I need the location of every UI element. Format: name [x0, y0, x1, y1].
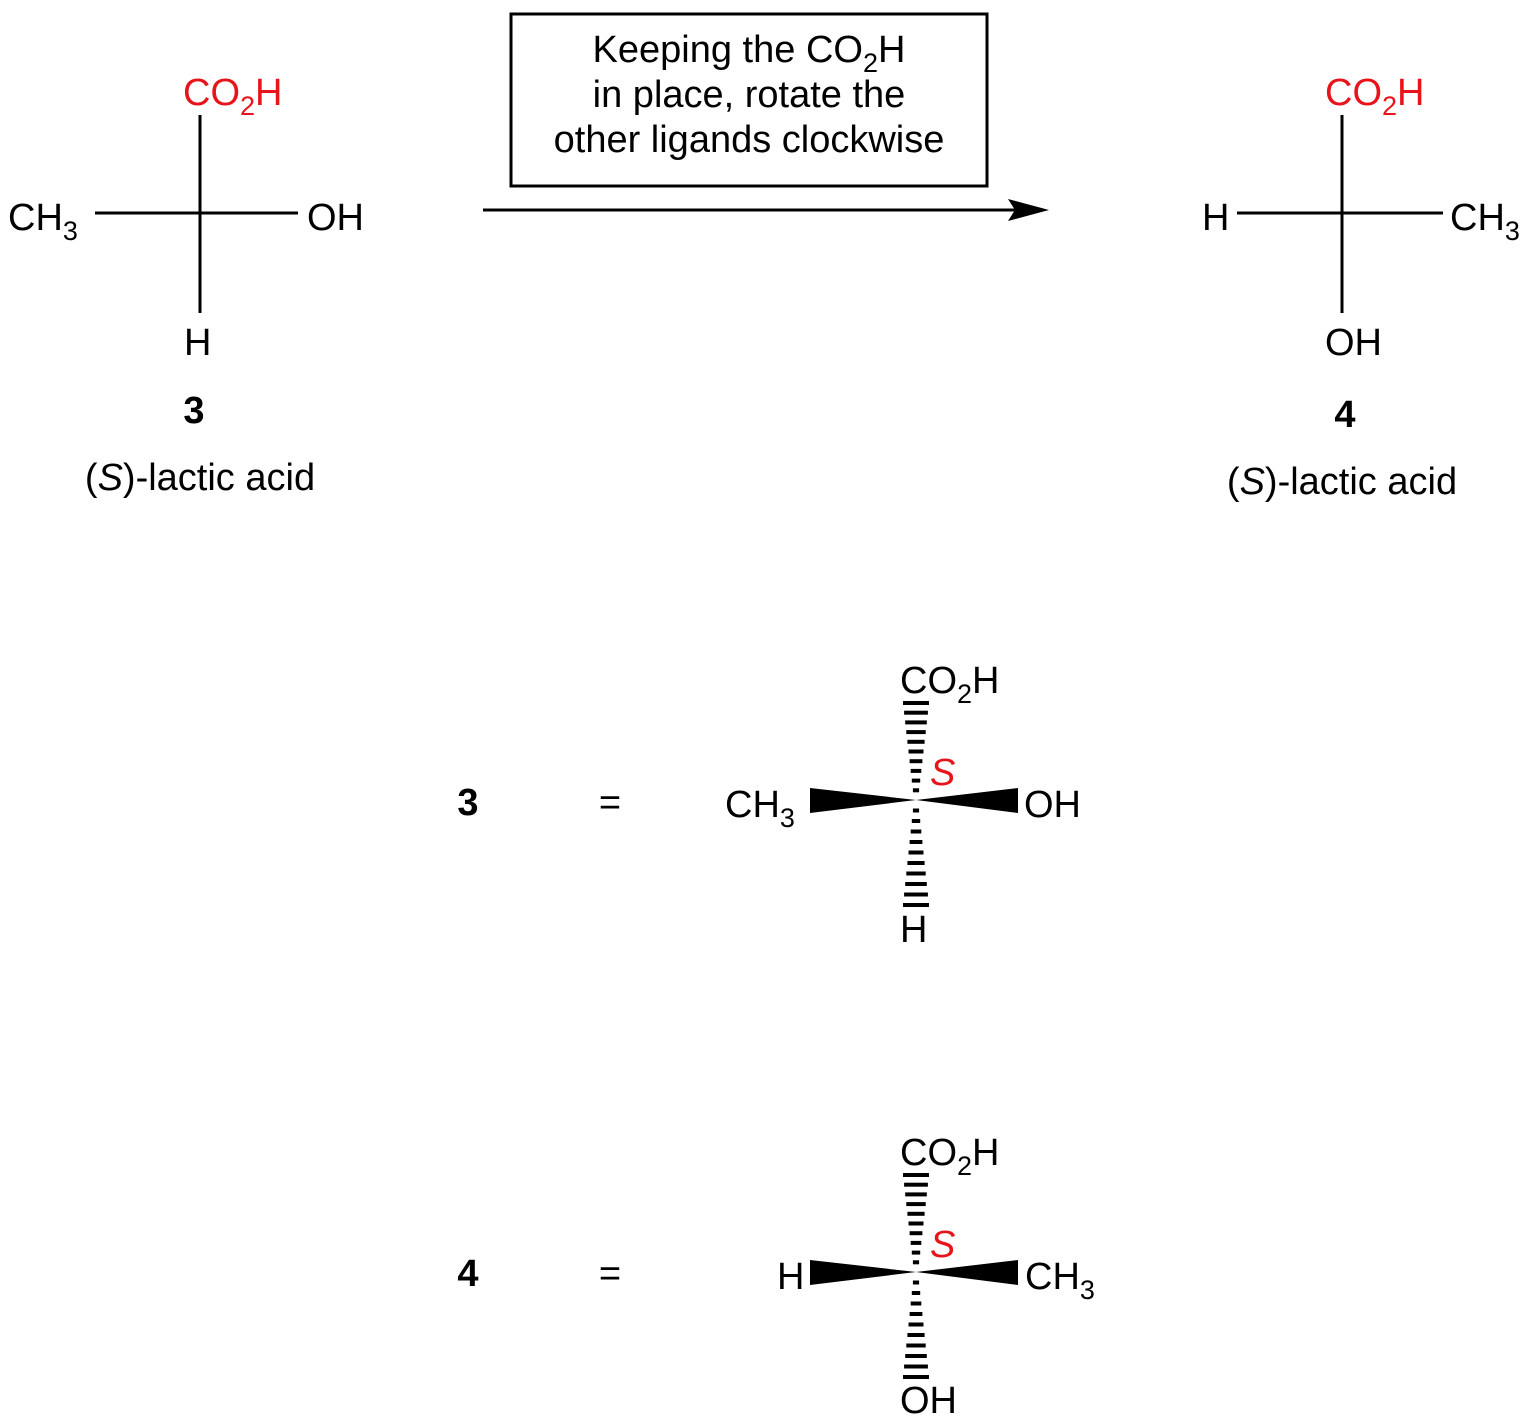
hash-segment [904, 1364, 928, 1369]
hash-segment [906, 730, 926, 735]
substituent-bottom: OH [1325, 322, 1382, 364]
hash-segment [911, 1291, 921, 1295]
compound-number: 3 [183, 390, 204, 432]
hash-segment [912, 788, 920, 793]
wedge-bond-right [916, 788, 1018, 813]
compound-name: (S)-lactic acid [85, 457, 315, 499]
substituent-right: OH [307, 197, 364, 239]
substituent-left: H [777, 1256, 804, 1298]
hash-segment [906, 1343, 926, 1348]
hash-segment [909, 840, 923, 844]
box-line-2: in place, rotate the [593, 74, 906, 116]
hash-segment [909, 759, 923, 764]
hash-segment [906, 1202, 926, 1207]
hash-segment [909, 1312, 923, 1316]
wedge-bond-right [916, 1260, 1018, 1285]
substituent-top: CO2H [183, 72, 282, 121]
substituent-right: CH3 [1450, 197, 1520, 246]
hash-segment [910, 768, 922, 773]
reaction-condition-box: Keeping the CO2H in place, rotate the ot… [509, 12, 989, 188]
substituent-top: CO2H [900, 660, 999, 709]
hash-segment [904, 710, 928, 715]
hash-segment [905, 720, 927, 725]
substituent-bottom: OH [900, 1380, 957, 1422]
hash-segment [909, 1231, 923, 1236]
reaction-arrow [483, 199, 1049, 221]
hash-segment [908, 749, 924, 754]
hashed-bond-up [903, 1173, 929, 1265]
compound-3-fischer: CO2H CH3 OH H 3 (S)-lactic acid [8, 72, 364, 499]
compound-name: (S)-lactic acid [1227, 461, 1457, 503]
equals-sign: = [599, 1253, 621, 1295]
box-line-1: Keeping the CO2H [593, 29, 906, 78]
equals-sign: = [599, 782, 621, 824]
stereo-descriptor: S [930, 752, 955, 794]
compound-number: 4 [1334, 394, 1355, 436]
hash-segment [908, 1322, 924, 1327]
hash-segment [910, 1301, 922, 1306]
compound-number: 3 [457, 782, 478, 824]
compound-4-fischer: CO2H H CH3 OH 4 (S)-lactic acid [1202, 72, 1520, 503]
hash-segment [907, 861, 925, 865]
hash-segment [910, 829, 922, 834]
substituent-left: CH3 [725, 784, 795, 833]
hash-segment [905, 1192, 927, 1197]
hash-segment [903, 903, 929, 907]
hash-segment [911, 778, 921, 783]
hash-segment [912, 808, 920, 813]
hash-segment [912, 1280, 920, 1285]
substituent-bottom: H [900, 909, 927, 951]
substituent-top: CO2H [900, 1132, 999, 1181]
hash-segment [908, 850, 924, 855]
hash-segment [903, 1375, 929, 1379]
hash-segment [910, 1240, 922, 1245]
substituent-bottom: H [184, 322, 211, 364]
box-line-3: other ligands clockwise [554, 119, 945, 161]
arrowhead-icon [1008, 199, 1049, 221]
hash-segment [907, 739, 925, 744]
box-border [509, 12, 989, 188]
hash-segment [904, 1182, 928, 1187]
hash-segment [911, 1250, 921, 1255]
compound-4-wedge-dash: 4 = CO2H H CH3 OH S [457, 1132, 1094, 1422]
hashed-bond-down [903, 808, 929, 907]
substituent-left: H [1202, 197, 1229, 239]
hash-segment [907, 1333, 925, 1337]
compound-number: 4 [457, 1253, 478, 1295]
hash-segment [903, 1173, 929, 1177]
stereo-descriptor: S [930, 1224, 955, 1266]
wedge-bond-left [810, 788, 916, 813]
hash-segment [911, 819, 921, 823]
hashed-bond-down [903, 1280, 929, 1379]
hash-segment [905, 882, 927, 886]
substituent-top: CO2H [1325, 72, 1424, 121]
wedge-bond-left [810, 1260, 916, 1285]
substituent-left: CH3 [8, 197, 78, 246]
hash-segment [904, 892, 928, 897]
hash-segment [912, 1260, 920, 1265]
hashed-bond-up [903, 701, 929, 793]
hash-segment [908, 1221, 924, 1226]
hash-segment [905, 1354, 927, 1358]
substituent-right: OH [1024, 784, 1081, 826]
compound-3-wedge-dash: 3 = CO2H CH3 OH H S [457, 660, 1081, 951]
substituent-right: CH3 [1025, 1256, 1095, 1305]
hash-segment [907, 1211, 925, 1216]
hash-segment [903, 701, 929, 705]
hash-segment [906, 871, 926, 876]
